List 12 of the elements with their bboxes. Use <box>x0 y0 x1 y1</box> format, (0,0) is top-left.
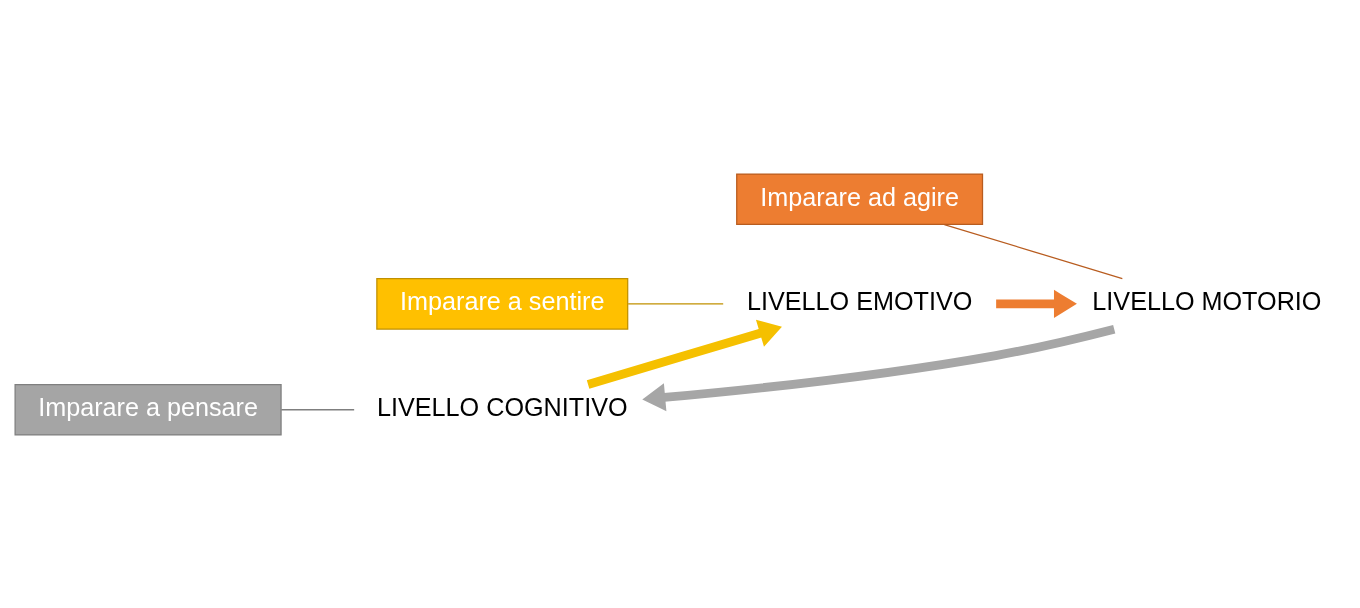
node-box: Imparare ad agire <box>736 172 984 225</box>
node-text: LIVELLO COGNITIVO <box>377 392 628 421</box>
node-text: LIVELLO EMOTIVO <box>746 286 973 315</box>
node-box: Imparare a sentire <box>376 277 629 330</box>
arrow <box>642 324 1116 411</box>
arrow <box>586 319 782 389</box>
node-box: Imparare a pensare <box>14 383 282 436</box>
connector <box>627 302 724 304</box>
connector <box>280 408 355 410</box>
connector <box>943 223 1123 279</box>
arrow <box>996 289 1077 318</box>
node-text: LIVELLO MOTORIO <box>1092 286 1322 315</box>
